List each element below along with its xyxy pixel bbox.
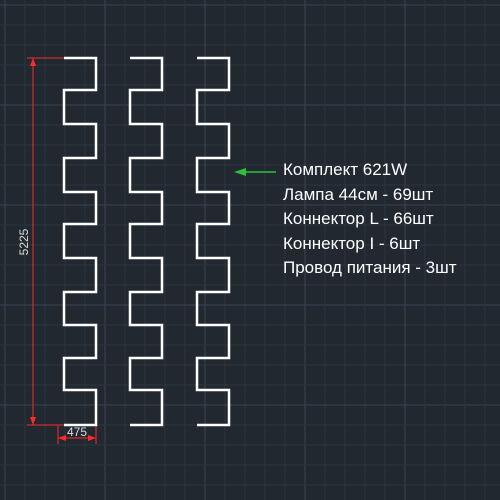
- dimension-arrow-bottom: [30, 417, 36, 425]
- spec-kit: Комплект 621W: [283, 160, 408, 179]
- spec-connector-l: Коннектор L - 66шт: [283, 209, 434, 228]
- dimension-height-label: 5225: [17, 228, 31, 255]
- lamp-strip-1: [62, 56, 98, 427]
- dimension-arrow-left: [58, 435, 66, 441]
- spec-power-cable: Провод питания - 3шт: [283, 258, 457, 277]
- spec-lamp: Лампа 44см - 69шт: [283, 184, 434, 204]
- dimension-width: 475: [57, 425, 97, 444]
- spec-connector-i: Коннектор I - 6шт: [283, 233, 421, 253]
- dimension-height: 5225: [17, 57, 64, 426]
- dimension-width-label: 475: [67, 425, 87, 439]
- dimension-arrow-right: [88, 435, 96, 441]
- dimension-arrow-top: [30, 58, 36, 66]
- leader-arrow: [234, 168, 276, 176]
- lamp-strip-3: [195, 56, 231, 427]
- lamp-strip-2: [128, 56, 164, 427]
- spec-list: Комплект 621W Лампа 44см - 69шт Коннекто…: [283, 158, 457, 281]
- lamp-strips: [62, 56, 231, 427]
- leader-arrowhead: [234, 168, 246, 176]
